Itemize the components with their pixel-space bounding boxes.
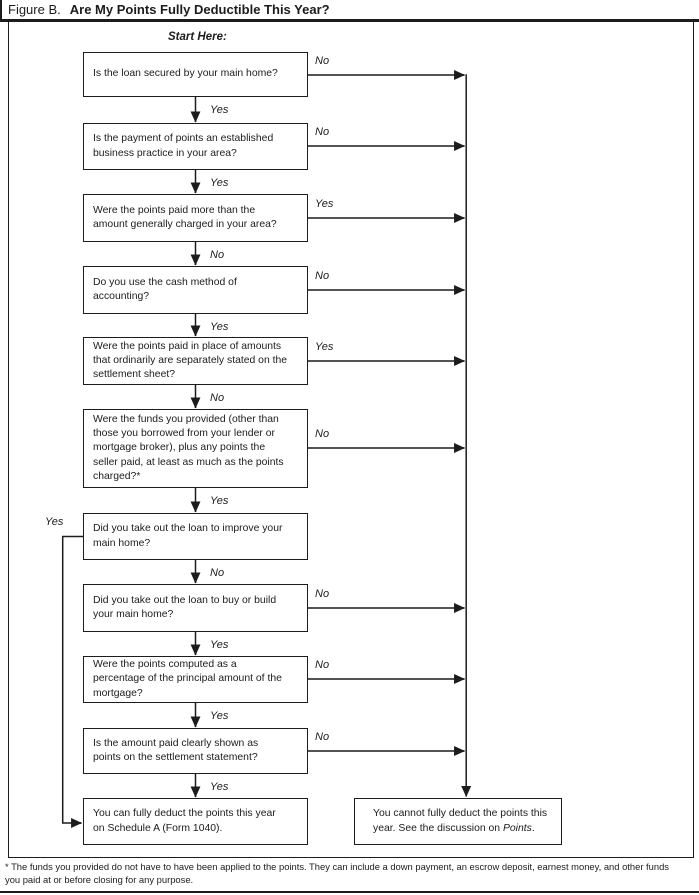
start-here-label: Start Here: bbox=[168, 31, 227, 43]
edge-label-q6-no: No bbox=[315, 428, 330, 440]
question-text: Were the funds you provided (other than … bbox=[93, 413, 284, 482]
result-box-fully-deductible: You can fully deduct the points this yea… bbox=[83, 798, 308, 845]
result-text: You can fully deduct the points this yea… bbox=[93, 808, 276, 834]
q7-yes-left-route bbox=[61, 535, 83, 824]
edge-label-q7-no: No bbox=[210, 567, 225, 579]
footnote: * The funds you provided do not have to … bbox=[5, 861, 669, 885]
question-box-funds-provided: Were the funds you provided (other than … bbox=[83, 409, 308, 488]
figure-header: Figure B. Are My Points Fully Deductible … bbox=[8, 2, 330, 17]
flowchart-border bbox=[8, 21, 694, 858]
question-text: Were the points computed as a percentage… bbox=[93, 659, 282, 699]
question-text: Is the payment of points an established … bbox=[93, 133, 274, 159]
question-box-loan-secured: Is the loan secured by your main home? bbox=[83, 52, 308, 97]
edge-label-q7-yes: Yes bbox=[45, 516, 64, 528]
edge-label-q5-yes: Yes bbox=[315, 341, 334, 353]
question-box-amount-clearly-shown: Is the amount paid clearly shown as poin… bbox=[83, 728, 308, 774]
question-text: Do you use the cash method of accounting… bbox=[93, 276, 237, 302]
result-text: You cannot fully deduct the points this … bbox=[373, 808, 548, 834]
title-divider bbox=[0, 19, 699, 22]
edge-label-q1-yes: Yes bbox=[210, 104, 229, 116]
question-box-points-percentage: Were the points computed as a percentage… bbox=[83, 656, 308, 703]
question-text: Is the amount paid clearly shown as poin… bbox=[93, 737, 259, 763]
edge-label-q10-no: No bbox=[315, 731, 330, 743]
edge-label-q8-no: No bbox=[315, 588, 330, 600]
question-box-cash-method: Do you use the cash method of accounting… bbox=[83, 266, 308, 314]
question-text: Is the loan secured by your main home? bbox=[93, 68, 278, 80]
question-box-loan-buy-build-home: Did you take out the loan to buy or buil… bbox=[83, 584, 308, 632]
edge-label-q5-no: No bbox=[210, 392, 225, 404]
question-text: Did you take out the loan to buy or buil… bbox=[93, 594, 277, 620]
result-box-not-fully-deductible: You cannot fully deduct the points this … bbox=[354, 798, 562, 845]
edge-label-q2-yes: Yes bbox=[210, 177, 229, 189]
question-box-established-practice: Is the payment of points an established … bbox=[83, 123, 308, 170]
question-box-loan-improve-home: Did you take out the loan to improve you… bbox=[83, 513, 308, 560]
edge-label-q1-no: No bbox=[315, 55, 330, 67]
edge-label-q10-yes: Yes bbox=[210, 781, 229, 793]
figure-label: Figure B. bbox=[8, 2, 61, 17]
edge-label-q8-yes: Yes bbox=[210, 639, 229, 651]
question-text: Did you take out the loan to improve you… bbox=[93, 523, 283, 549]
edge-label-q4-no: No bbox=[315, 270, 330, 282]
edge-label-q2-no: No bbox=[315, 126, 330, 138]
edge-label-q3-no: No bbox=[210, 249, 225, 261]
edge-label-q9-no: No bbox=[315, 659, 330, 671]
edge-label-q3-yes: Yes bbox=[315, 198, 334, 210]
question-text: Were the points paid more than the amoun… bbox=[93, 204, 277, 230]
figure-title: Are My Points Fully Deductible This Year… bbox=[69, 2, 330, 17]
question-box-points-more-than-charged: Were the points paid more than the amoun… bbox=[83, 194, 308, 242]
bottom-divider bbox=[0, 891, 699, 893]
edge-label-q9-yes: Yes bbox=[210, 710, 229, 722]
question-box-points-in-place-of-amounts: Were the points paid in place of amounts… bbox=[83, 337, 308, 385]
question-text: Were the points paid in place of amounts… bbox=[93, 340, 288, 381]
title-left-border bbox=[0, 0, 2, 19]
edge-label-q4-yes: Yes bbox=[210, 321, 229, 333]
edge-label-q6-yes: Yes bbox=[210, 495, 229, 507]
